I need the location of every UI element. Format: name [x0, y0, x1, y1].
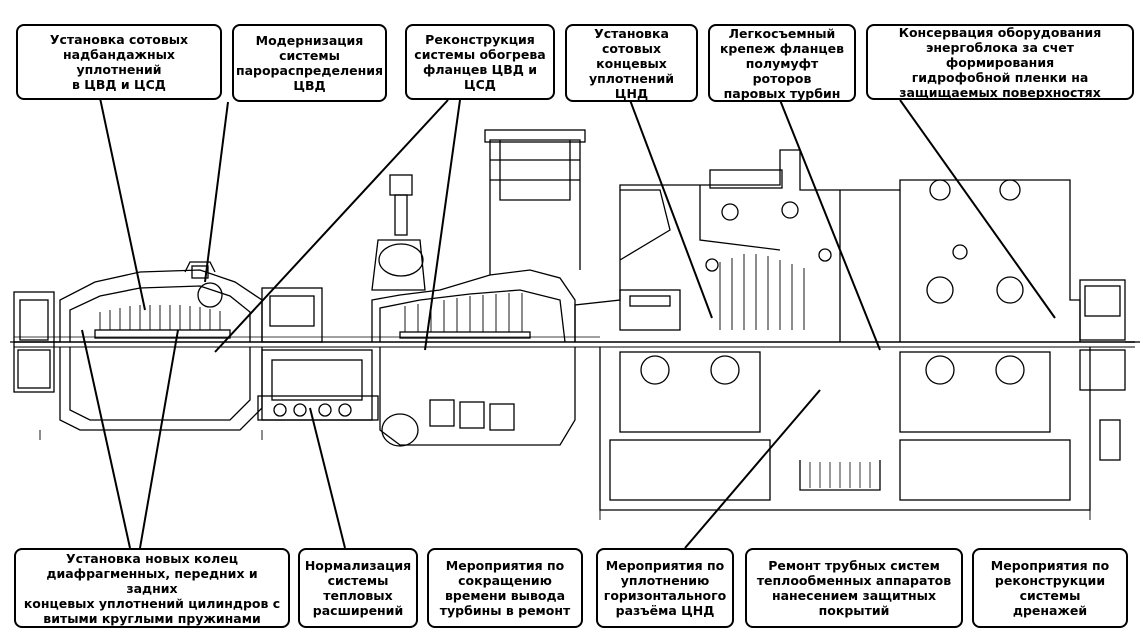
callout-flange-heating-reconstruction: Реконструкция системы обогрева фланцев Ц…	[405, 24, 555, 100]
callout-honeycomb-end-seals: Установка сотовых концевых уплотнений ЦН…	[565, 24, 698, 102]
callout-honeycomb-shroud-seals: Установка сотовых надбандажных уплотнени…	[16, 24, 222, 100]
callout-thermal-expansion-normalization: Нормализация системы тепловых расширений	[298, 548, 418, 628]
callout-lpc-joint-sealing: Мероприятия по уплотнению горизонтальног…	[596, 548, 734, 628]
callout-steam-distribution-modernization: Модернизация системы парораспределения Ц…	[232, 24, 387, 102]
callout-quick-release-coupling-fasteners: Легкосъемный крепеж фланцев полумуфт рот…	[708, 24, 856, 102]
callout-heat-exchanger-tube-repair: Ремонт трубных систем теплообменных аппа…	[745, 548, 963, 628]
leader-lines	[81, 97, 1056, 549]
callout-drainage-reconstruction: Мероприятия по реконструкции системы дре…	[972, 548, 1128, 628]
callout-hydrophobic-film-preservation: Консервация оборудования энергоблока за …	[866, 24, 1134, 100]
callout-repair-time-reduction: Мероприятия по сокращению времени вывода…	[427, 548, 583, 628]
callout-spring-ring-seals: Установка новых колец диафрагменных, пер…	[14, 548, 290, 628]
